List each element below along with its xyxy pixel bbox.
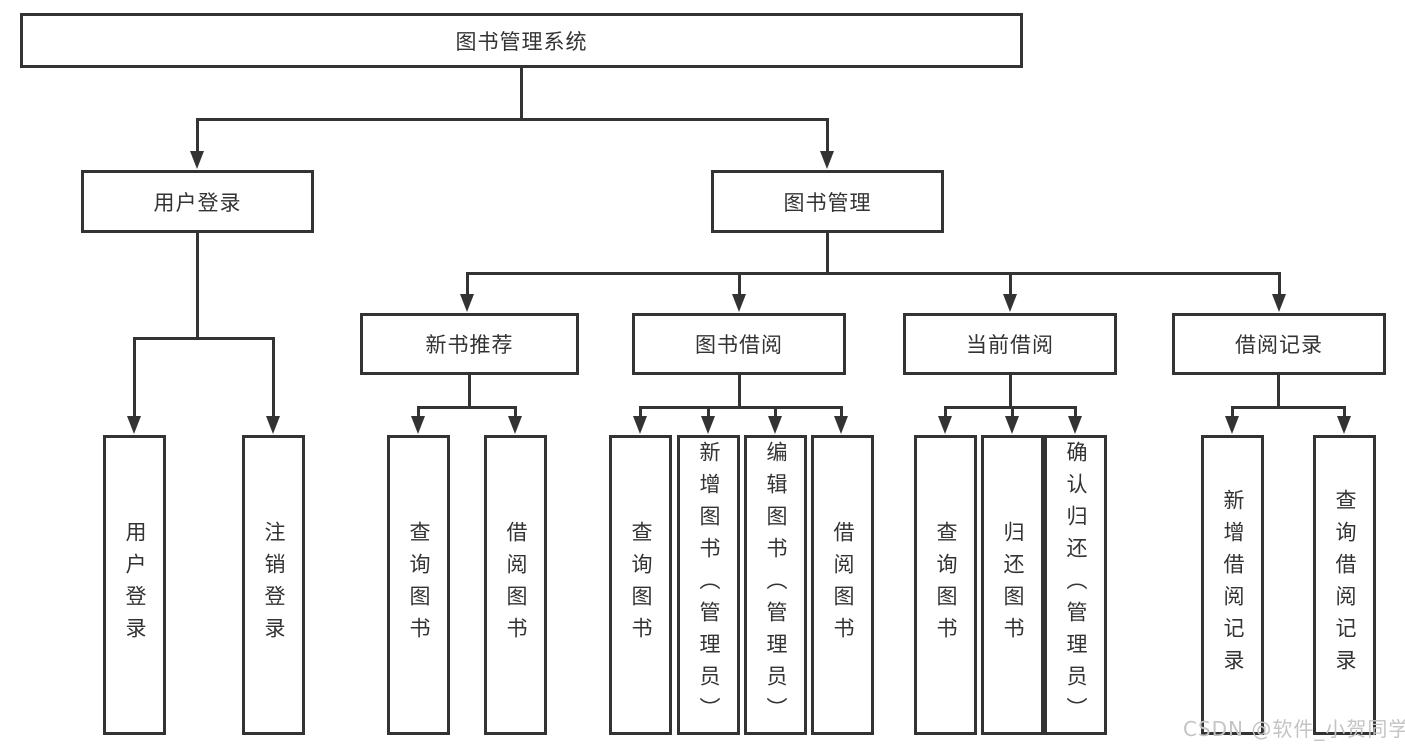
connector-line (826, 233, 829, 272)
node-book-borrow-label: 图书借阅 (695, 333, 783, 357)
node-leaf-add-book-admin: 新增图书（管理员） (677, 435, 740, 735)
connector-line (1343, 406, 1346, 417)
arrow-down-icon (701, 416, 715, 434)
node-leaf-add-borrow-record: 新增借阅记录 (1201, 435, 1264, 735)
arrow-down-icon (266, 416, 280, 434)
connector-line (1277, 375, 1280, 406)
connector-line (468, 375, 471, 406)
connector-line (639, 406, 843, 409)
node-new-book-recommend-label: 新书推荐 (425, 333, 514, 357)
node-root-label: 图书管理系统 (455, 29, 588, 54)
leaf-label: 查询图书 (407, 521, 431, 649)
connector-line (1231, 406, 1234, 417)
node-current-borrow: 当前借阅 (903, 313, 1117, 375)
leaf-label: 编辑图书（管理员） (764, 441, 788, 729)
leaf-label: 新增图书（管理员） (697, 441, 721, 729)
leaf-label: 查询图书 (629, 521, 653, 649)
arrow-down-icon (768, 416, 782, 434)
connector-line (417, 406, 420, 417)
connector-line (840, 406, 843, 417)
node-leaf-borrow-books-recommend: 借阅图书 (484, 435, 547, 735)
connector-line (133, 337, 136, 416)
leaf-label: 借阅图书 (831, 521, 855, 649)
leaf-label: 确认归还（管理员） (1064, 441, 1088, 729)
leaf-label: 新增借阅记录 (1221, 489, 1245, 681)
node-leaf-edit-book-admin: 编辑图书（管理员） (744, 435, 807, 735)
leaf-label: 查询借阅记录 (1333, 489, 1357, 681)
connector-line (1009, 375, 1012, 406)
node-borrow-records-label: 借阅记录 (1235, 333, 1323, 357)
node-new-book-recommend: 新书推荐 (360, 313, 579, 375)
arrow-down-icon (127, 416, 141, 434)
node-book-borrow: 图书借阅 (632, 313, 846, 375)
arrow-down-icon (633, 416, 647, 434)
connector-line (417, 406, 517, 409)
node-leaf-logout: 注销登录 (242, 435, 305, 735)
arrow-down-icon (1068, 416, 1082, 434)
node-borrow-records: 借阅记录 (1172, 313, 1386, 375)
node-current-borrow-label: 当前借阅 (966, 333, 1054, 357)
connector-line (133, 337, 274, 340)
connector-line (1074, 406, 1077, 417)
connector-line (466, 272, 469, 295)
watermark: CSDN @软件_小贺同学 (1183, 717, 1405, 741)
arrow-down-icon (1225, 416, 1239, 434)
node-book-management-label: 图书管理 (783, 190, 872, 215)
connector-line (514, 406, 517, 417)
connector-line (1011, 406, 1014, 417)
node-leaf-return-book: 归还图书 (981, 435, 1044, 735)
connector-line (639, 406, 642, 417)
connector-line (774, 406, 777, 417)
arrow-down-icon (1005, 416, 1019, 434)
connector-line (466, 272, 1281, 275)
arrow-down-icon (820, 151, 834, 169)
connector-line (520, 68, 523, 118)
node-root: 图书管理系统 (20, 13, 1023, 68)
connector-line (707, 406, 710, 417)
connector-line (272, 337, 275, 416)
connector-line (944, 406, 1077, 409)
connector-line (196, 233, 199, 337)
arrow-down-icon (938, 416, 952, 434)
connector-line (944, 406, 947, 417)
connector-line (1009, 272, 1012, 295)
connector-line (196, 118, 199, 152)
leaf-label: 归还图书 (1001, 521, 1025, 649)
node-leaf-query-books-recommend: 查询图书 (387, 435, 450, 735)
node-leaf-borrow-books: 借阅图书 (811, 435, 874, 735)
connector-line (196, 118, 829, 121)
arrow-down-icon (460, 294, 474, 312)
connector-line (1231, 406, 1345, 409)
connector-line (738, 375, 741, 406)
node-leaf-query-borrow-record: 查询借阅记录 (1313, 435, 1376, 735)
arrow-down-icon (508, 416, 522, 434)
node-leaf-query-books-borrow: 查询图书 (609, 435, 672, 735)
node-leaf-user-login: 用户登录 (103, 435, 166, 735)
arrow-down-icon (732, 294, 746, 312)
connector-line (826, 118, 829, 152)
arrow-down-icon (190, 151, 204, 169)
arrow-down-icon (411, 416, 425, 434)
arrow-down-icon (834, 416, 848, 434)
arrow-down-icon (1003, 294, 1017, 312)
node-leaf-confirm-return-admin: 确认归还（管理员） (1044, 435, 1107, 735)
leaf-label: 用户登录 (123, 521, 147, 649)
connector-line (738, 272, 741, 295)
arrow-down-icon (1337, 416, 1351, 434)
leaf-label: 注销登录 (262, 521, 286, 649)
leaf-label: 查询图书 (934, 521, 958, 649)
node-book-management: 图书管理 (711, 170, 944, 233)
arrow-down-icon (1272, 294, 1286, 312)
node-user-login-label: 用户登录 (153, 190, 242, 215)
connector-line (1278, 272, 1281, 295)
node-leaf-query-books-current: 查询图书 (914, 435, 977, 735)
leaf-label: 借阅图书 (504, 521, 528, 649)
node-user-login: 用户登录 (81, 170, 314, 233)
